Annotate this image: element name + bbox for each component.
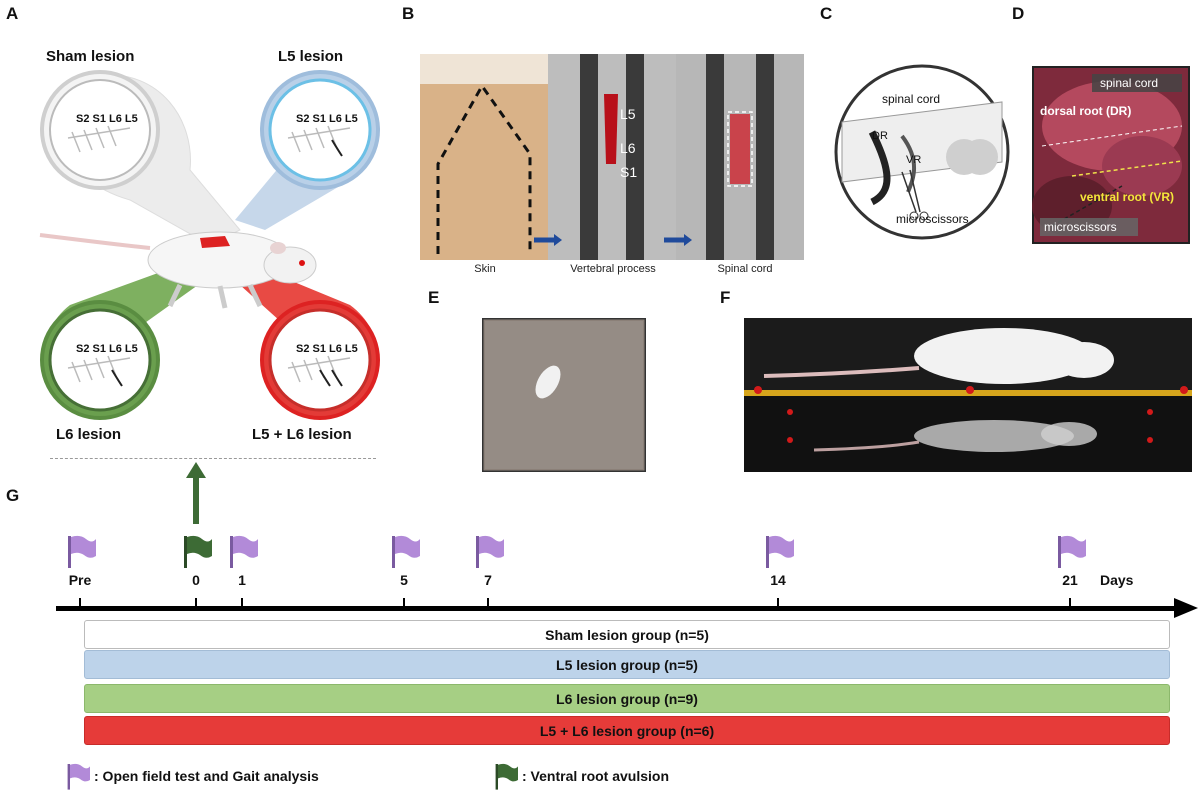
avulsion-arrow [186, 462, 206, 524]
caption-spinal-cord: Spinal cord [717, 263, 773, 275]
group-bar-sham: Sham lesion group (n=5) [84, 620, 1170, 649]
tick-label-21: 21 [1062, 572, 1078, 588]
tick-label-5: 5 [400, 572, 408, 588]
d-dorsal-root-label: dorsal root (DR) [1040, 104, 1132, 118]
panel-letter-c: C [820, 4, 833, 23]
tick-label-0: 0 [192, 572, 200, 588]
rat-illustration [39, 231, 317, 309]
vertebra-label-l6: L6 [620, 140, 636, 156]
l6-segments-label: S2 S1 L6 L5 [76, 343, 138, 355]
purple-flag-14 [766, 535, 794, 568]
panel-letter-a: A [6, 4, 19, 23]
c-spinal-cord-label: spinal cord [882, 92, 941, 106]
legend-green-flag-icon [495, 763, 518, 790]
c-microscissors-label: microscissors [896, 212, 969, 226]
timeline-axis [56, 598, 1198, 618]
vertebra-label-s1: S1 [620, 164, 638, 180]
purple-flag-7 [476, 535, 504, 568]
group-bar-l5l6: L5 + L6 lesion group (n=6) [84, 716, 1170, 745]
tick-label-14: 14 [770, 572, 786, 588]
caption-skin: Skin [474, 263, 496, 275]
panel-letter-e: E [428, 288, 440, 307]
sham-lesion-title: Sham lesion [46, 48, 135, 65]
c-dr-label: DR [872, 130, 888, 142]
purple-flag-5 [392, 535, 420, 568]
panel-d-photo [1032, 66, 1190, 244]
panel-c-schematic [834, 64, 1010, 240]
legend-purple-flag-icon [67, 763, 90, 790]
legend-ventral-root-text: : Ventral root avulsion [522, 768, 670, 784]
purple-flag-pre [68, 535, 96, 568]
days-unit-label: Days [1100, 572, 1134, 588]
sham-segments-label: S2 S1 L6 L5 [76, 113, 138, 125]
l5l6-lesion-title: L5 + L6 lesion [252, 426, 352, 443]
l6-lesion-title: L6 lesion [56, 426, 122, 443]
d-spinal-cord-label: spinal cord [1100, 76, 1159, 90]
l5l6-segments-label: S2 S1 L6 L5 [296, 343, 358, 355]
l5-lesion-title: L5 lesion [278, 48, 344, 65]
panel-b-photos [420, 54, 804, 260]
panel-a-separator [50, 458, 376, 459]
d-ventral-root-label: ventral root (VR) [1080, 190, 1175, 204]
panel-f-gait-photo [744, 318, 1192, 472]
legend-open-field-text: : Open field test and Gait analysis [94, 768, 319, 784]
caption-vertebral-process: Vertebral process [570, 263, 656, 275]
purple-flag-21 [1058, 535, 1086, 568]
tick-label-pre: Pre [68, 572, 92, 588]
green-flag-0 [184, 535, 212, 568]
panel-e-open-field-photo [482, 318, 646, 472]
d-microscissors-label: microscissors [1044, 220, 1117, 234]
panel-letter-d: D [1012, 4, 1025, 23]
group-bar-l6: L6 lesion group (n=9) [84, 684, 1170, 713]
tick-label-1: 1 [238, 572, 246, 588]
c-vr-label: VR [906, 154, 922, 166]
tick-label-7: 7 [484, 572, 492, 588]
vertebra-label-l5: L5 [620, 106, 636, 122]
l5-segments-label: S2 S1 L6 L5 [296, 113, 358, 125]
panel-letter-f: F [720, 288, 731, 307]
panel-a-illustration: S2 S1 L6 L5 S2 S1 L6 L5 S2 S1 L6 L5 S2 S… [39, 70, 380, 420]
panel-letter-b: B [402, 4, 415, 23]
purple-flag-1 [230, 535, 258, 568]
group-bar-l5: L5 lesion group (n=5) [84, 650, 1170, 679]
panel-letter-g: G [6, 486, 20, 505]
